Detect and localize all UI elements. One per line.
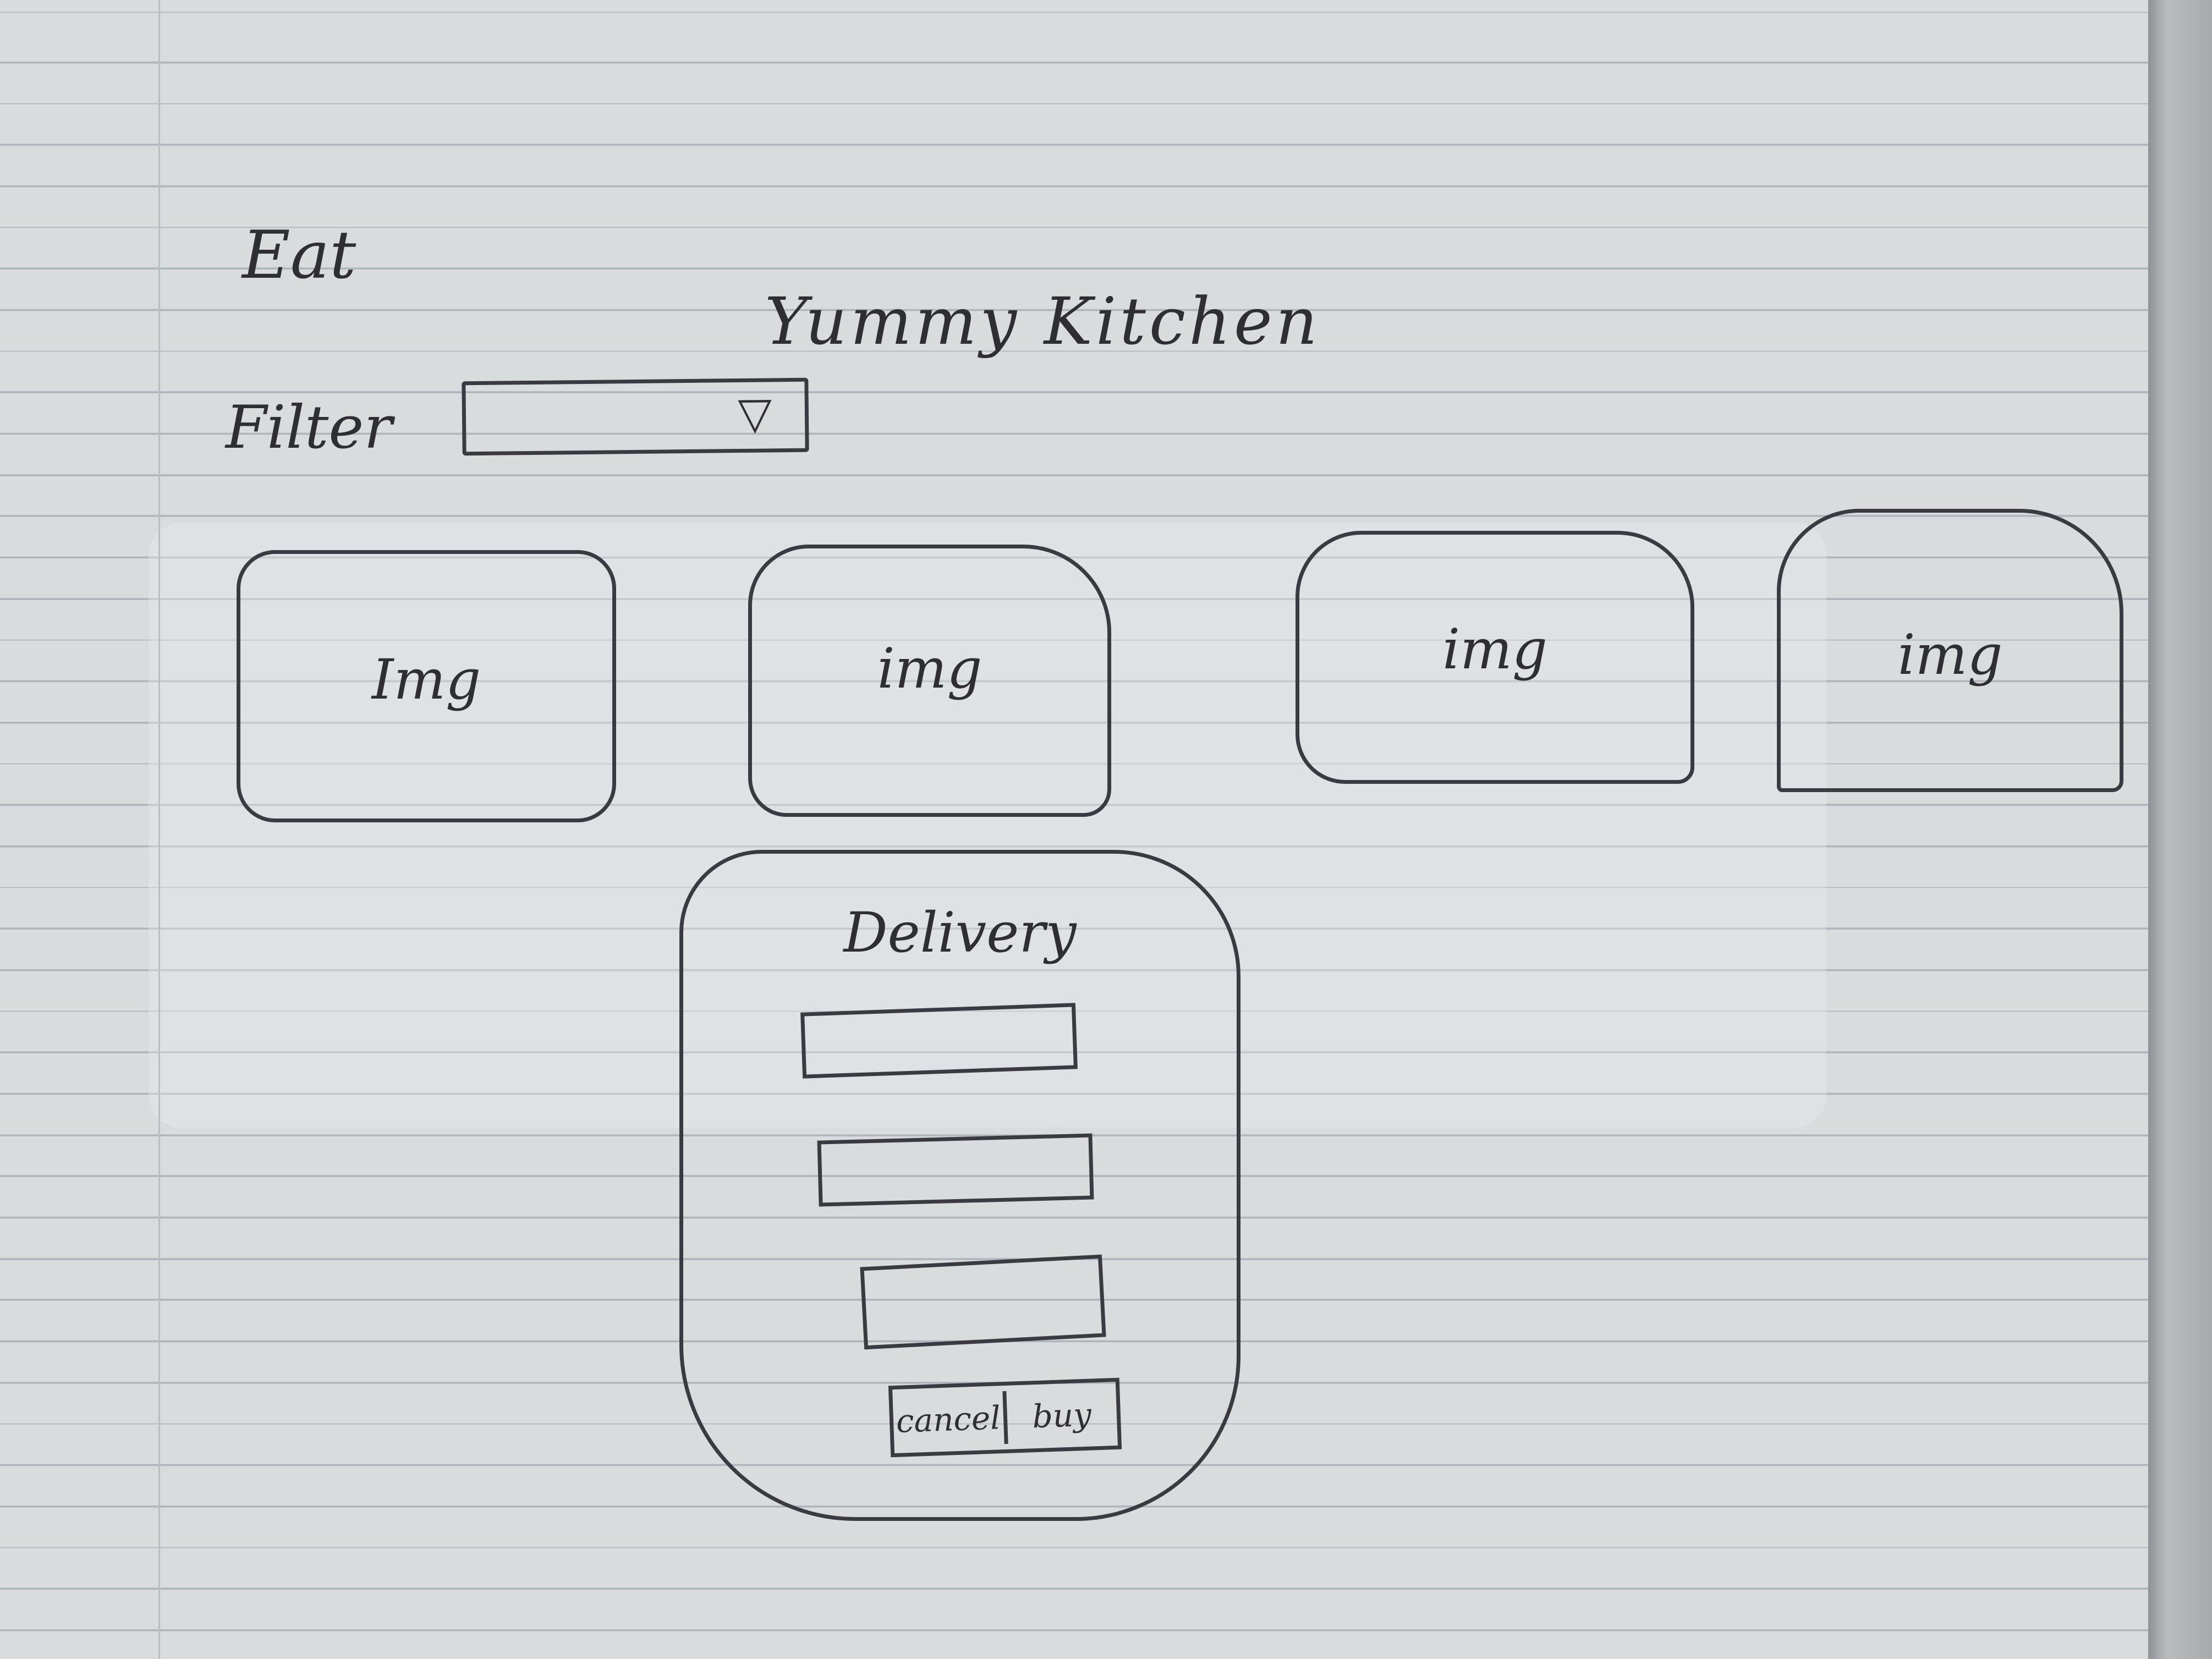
image-placeholder-label: Img xyxy=(371,647,481,712)
brand-logo[interactable]: Eat xyxy=(242,217,356,294)
desk-edge xyxy=(2148,0,2212,1659)
product-card-1[interactable]: Img xyxy=(237,550,616,822)
dialog-button-group: cancel buy xyxy=(888,1377,1122,1458)
filter-dropdown[interactable]: ▽ xyxy=(462,377,809,456)
notebook-margin-line xyxy=(158,0,160,1659)
image-placeholder-label: img xyxy=(1442,617,1547,682)
paper-shadow xyxy=(149,523,1826,1128)
product-card-2[interactable]: img xyxy=(748,545,1111,817)
delivery-dialog: Delivery cancel buy xyxy=(679,850,1241,1521)
delivery-field-1[interactable] xyxy=(800,1003,1078,1079)
image-placeholder-label: img xyxy=(1897,623,2003,687)
delivery-field-3[interactable] xyxy=(860,1254,1106,1350)
product-card-4[interactable]: img xyxy=(1777,509,2123,792)
page-title: Yummy Kitchen xyxy=(765,283,1321,359)
cancel-button[interactable]: cancel xyxy=(895,1399,1001,1440)
image-placeholder-label: img xyxy=(877,636,982,701)
dialog-title: Delivery xyxy=(843,900,1077,965)
delivery-field-2[interactable] xyxy=(817,1133,1094,1207)
notebook-paper xyxy=(0,0,2156,1659)
buy-button[interactable]: buy xyxy=(1031,1396,1092,1436)
dropdown-arrow-icon: ▽ xyxy=(737,387,772,440)
product-card-3[interactable]: img xyxy=(1296,531,1694,784)
filter-label: Filter xyxy=(226,393,392,462)
